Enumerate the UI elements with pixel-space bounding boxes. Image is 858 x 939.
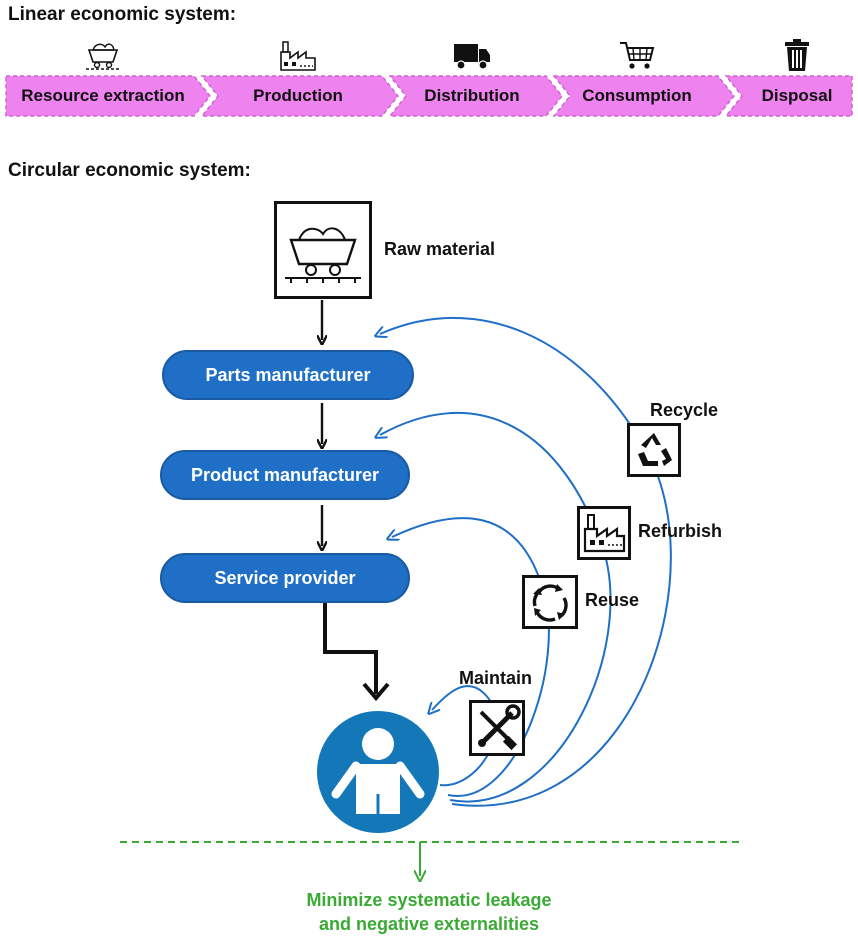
linear-chevron-band [5,75,853,117]
refurbish-label: Refurbish [638,521,723,541]
recycle-icon [638,433,672,466]
reuse-box [522,575,578,629]
factory-icon [280,41,316,71]
shopping-cart-icon [620,42,655,69]
chevron-distribution [388,75,563,117]
parts-manufacturer-node: Parts manufacturer [162,350,414,400]
factory-icon [583,514,626,553]
reuse-label: Reuse [585,590,640,610]
tools-icon [478,704,521,751]
stage-disposal: Disposal [761,86,833,105]
mine-cart-icon [86,43,120,70]
circular-system-title: Circular economic system: [8,160,251,181]
refurbish-box [577,506,631,560]
chevron-consumption [552,75,735,117]
user-icon [317,711,439,833]
mine-cart-icon [285,227,361,283]
product-manufacturer-node: Product manufacturer [160,450,410,500]
arrow-service-to-user-head [362,682,390,702]
chevron-band-shape [5,75,853,117]
linear-system-title: Linear economic system: [8,4,237,25]
raw-material-box [274,201,372,299]
stage-resource-extraction: Resource extraction [21,86,185,105]
stage-consumption: Consumption [582,86,692,105]
stage-distribution: Distribution [424,86,520,105]
arrow-service-to-user [323,603,378,694]
recycle-box [627,423,681,477]
chevron-resource-extraction [5,75,211,117]
outcome-line-2: and negative externalities [318,914,540,934]
maintain-box [469,700,525,756]
chevron-production [200,75,399,117]
stage-production: Production [253,86,343,105]
reuse-icon [532,584,568,622]
maintain-label: Maintain [459,668,533,688]
truck-icon [454,44,490,70]
chevron-disposal [724,75,853,117]
trash-can-icon [785,39,809,71]
raw-material-label: Raw material [384,239,496,259]
recycle-label: Recycle [650,400,719,420]
service-provider-node: Service provider [160,553,410,603]
outcome-line-1: Minimize systematic leakage [306,890,552,910]
